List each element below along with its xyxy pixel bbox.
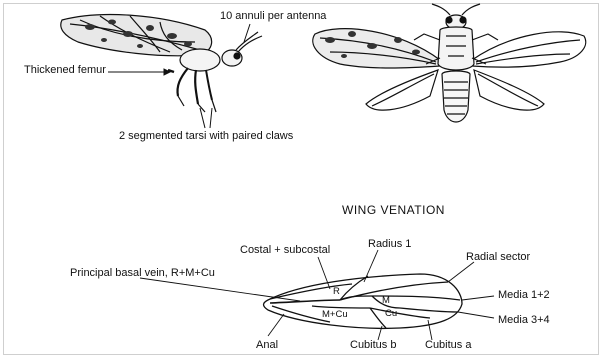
cell-label-m: M [382,296,390,306]
principal-basal-vein-label: Principal basal vein, R+M+Cu [70,268,215,279]
anal-label: Anal [256,340,278,351]
media34-label: Media 3+4 [498,315,550,326]
venation-title: WING VENATION [342,203,445,217]
cubitus-b-label: Cubitus b [350,340,396,351]
cell-label-cu: Cu [385,309,397,319]
cell-label-mcu: M+Cu [322,310,348,320]
cell-label-r: R [333,287,340,297]
tarsi-label: 2 segmented tarsi with paired claws [119,131,293,142]
media12-label: Media 1+2 [498,290,550,301]
cubitus-a-label: Cubitus a [425,340,471,351]
antenna-label: 10 annuli per antenna [220,11,326,22]
femur-label: Thickened femur [24,65,106,76]
costal-label: Costal + subcostal [240,245,330,256]
radius1-label: Radius 1 [368,239,411,250]
radial-sector-label: Radial sector [466,252,530,263]
